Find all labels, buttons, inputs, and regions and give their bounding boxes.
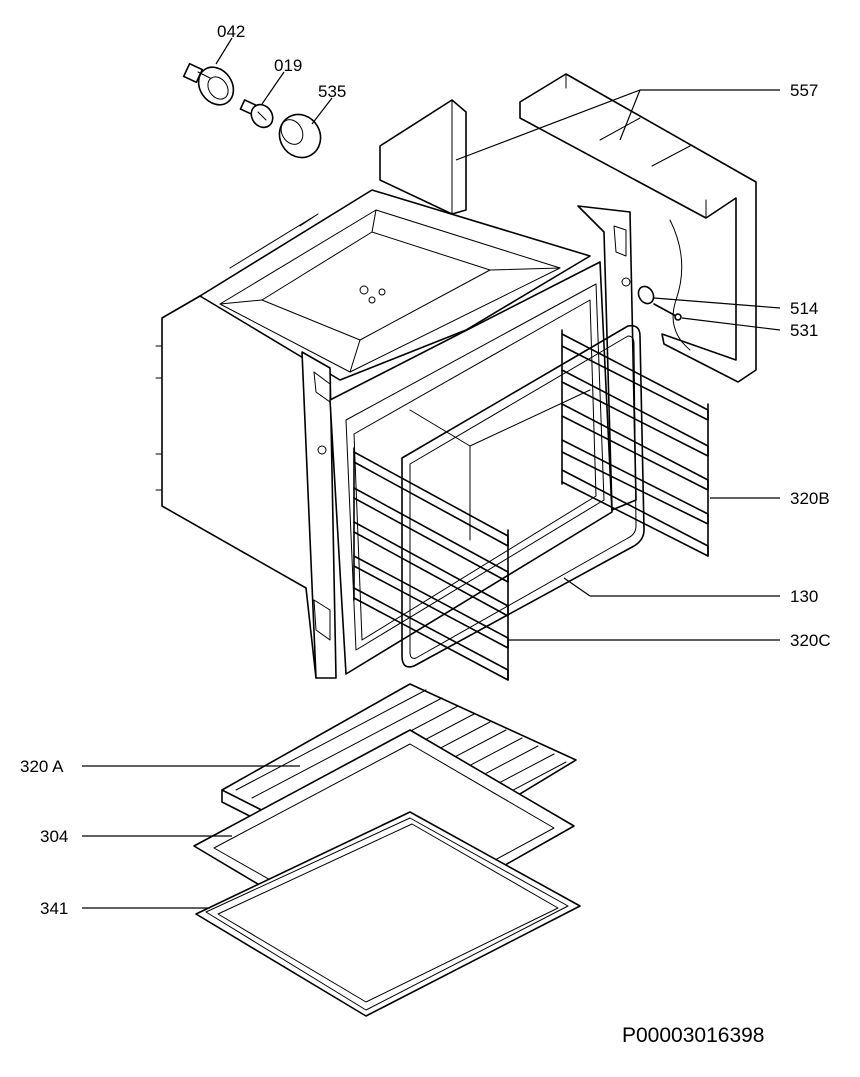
lamp-cover-535 [278,113,322,159]
label-130: 130 [790,587,818,606]
insulation-557 [379,73,757,383]
label-557: 557 [790,81,818,100]
label-320a: 320 A [20,757,64,776]
label-535: 535 [318,82,346,101]
label-042: 042 [217,22,245,41]
door-seal-341 [195,811,581,1017]
label-304: 304 [40,827,68,846]
screw-514 [637,285,655,305]
label-320c: 320C [790,631,831,650]
lamp-bulb-019 [239,99,274,129]
label-514: 514 [790,299,818,318]
lamp-holder-042 [182,62,235,106]
leader-lines [82,37,781,909]
oven-cavity [155,189,637,679]
screw-531 [653,303,682,321]
label-531: 531 [790,321,818,340]
shelf-support-320c [353,447,509,681]
label-019: 019 [274,56,302,75]
drawing-code: P00003016398 [622,1024,764,1047]
label-341: 341 [40,899,68,918]
label-320b: 320B [790,489,830,508]
door-seal-130 [401,324,645,668]
